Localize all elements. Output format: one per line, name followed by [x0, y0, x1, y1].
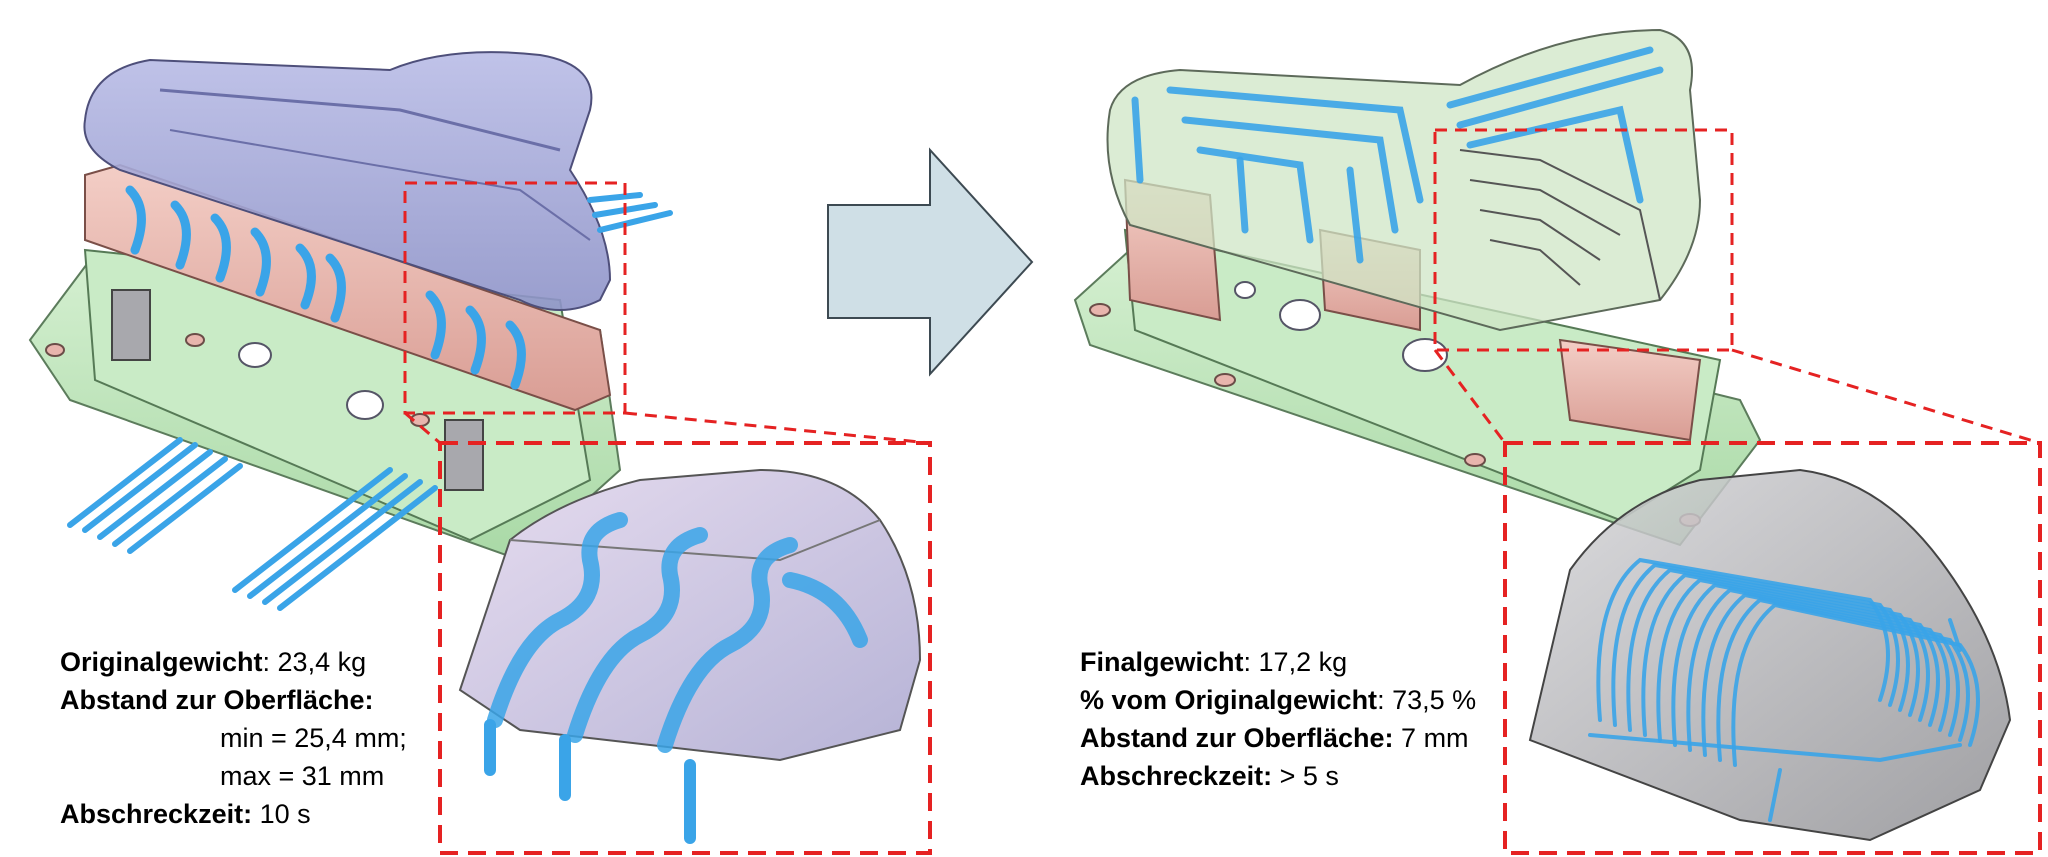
original-mold-model: [28, 51, 673, 611]
final-quench-row: Abschreckzeit: > 5 s: [1080, 757, 1476, 795]
original-quench-label: Abschreckzeit:: [60, 799, 253, 829]
original-distance-max: max = 31 mm: [220, 761, 385, 791]
cooling-channels-left: [125, 185, 526, 390]
detail-insert-original: [458, 468, 922, 844]
top-cover-right: [1106, 28, 1702, 332]
final-percent-label: % vom Originalgewicht: [1080, 685, 1378, 715]
final-distance-row: Abstand zur Oberfläche: 7 mm: [1080, 719, 1476, 757]
original-weight-row: Originalgewicht: 23,4 kg: [60, 643, 407, 681]
original-distance-label: Abstand zur Oberfläche:: [60, 685, 374, 715]
original-info-panel: Originalgewicht: 23,4 kg Abstand zur Obe…: [60, 643, 407, 833]
final-distance-label: Abstand zur Oberfläche:: [1080, 723, 1394, 753]
final-weight-label: Finalgewicht: [1080, 647, 1244, 677]
bronze-plate-2: [444, 419, 484, 491]
highlight-box-small-left: [403, 181, 931, 445]
pipe-bundle-left-bottom: [232, 467, 438, 611]
original-distance-min: min = 25,4 mm;: [220, 723, 407, 753]
detail-box-right: [1503, 441, 2042, 855]
top-cover-left: [83, 51, 612, 311]
original-distance-row: Abstand zur Oberfläche:: [60, 681, 407, 719]
original-weight-label: Originalgewicht: [60, 647, 263, 677]
bronze-plate-1: [111, 289, 151, 361]
final-percent-row: % vom Originalgewicht: 73,5 %: [1080, 681, 1476, 719]
final-percent-value: : 73,5 %: [1377, 685, 1477, 715]
final-quench-value: > 5 s: [1272, 761, 1339, 791]
cooling-channels-right: [1131, 46, 1664, 264]
final-weight-row: Finalgewicht: 17,2 kg: [1080, 643, 1476, 681]
detail-insert-final: [1528, 468, 2012, 842]
final-mold-model: [1073, 28, 1762, 547]
pipe-bundle-left-front: [67, 437, 243, 554]
final-weight-value: : 17,2 kg: [1243, 647, 1348, 677]
highlight-box-small-right: [1433, 128, 2041, 445]
final-quench-label: Abschreckzeit:: [1080, 761, 1273, 791]
original-quench-row: Abschreckzeit: 10 s: [60, 795, 407, 833]
pipe-bundle-left-right: [587, 192, 673, 233]
original-quench-value: 10 s: [252, 799, 311, 829]
final-info-panel: Finalgewicht: 17,2 kg % vom Originalgewi…: [1080, 643, 1476, 795]
transition-arrow: [827, 147, 1034, 377]
original-weight-value: : 23,4 kg: [262, 647, 367, 677]
final-distance-value: 7 mm: [1393, 723, 1469, 753]
